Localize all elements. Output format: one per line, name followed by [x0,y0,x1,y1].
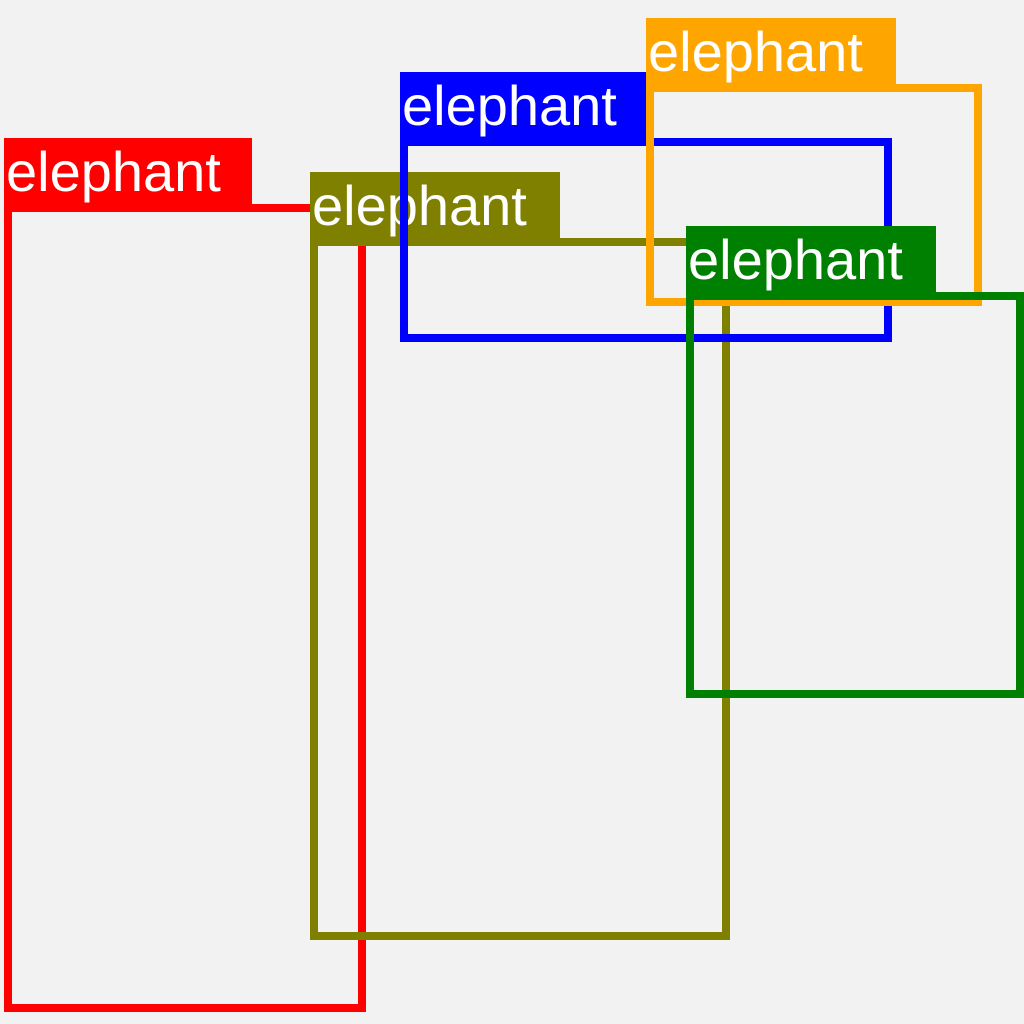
box-label: elephant [646,18,896,86]
bounding-box [310,238,730,940]
box-label: elephant [686,226,936,294]
box-label: elephant [400,72,648,140]
bounding-box [686,292,1024,698]
bounding-box [4,204,366,1012]
box-label: elephant [4,138,252,206]
bounding-box [646,84,982,306]
box-label: elephant [310,172,560,240]
